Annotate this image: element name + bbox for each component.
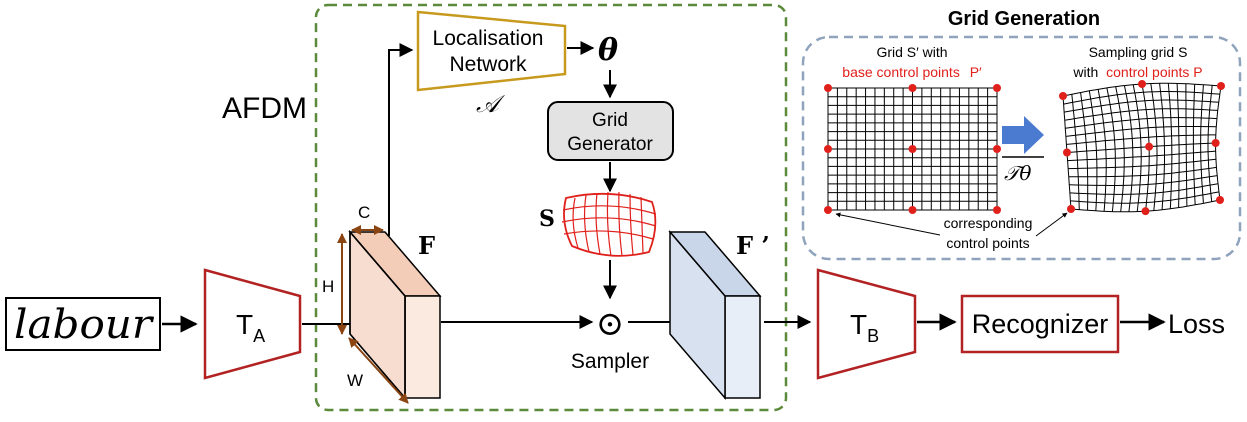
ta-label: T <box>236 309 253 340</box>
warped-grid-line <box>1167 83 1173 209</box>
sampling-control-point <box>1138 80 1146 88</box>
sampling-control-points <box>1059 80 1225 216</box>
recognizer-label: Recognizer <box>972 309 1109 339</box>
base-grid-caption-symbol: P′ <box>970 64 982 80</box>
sampling-control-point <box>1067 205 1075 213</box>
warped-grid-line <box>1063 91 1220 105</box>
base-grid-caption-red: base control points <box>842 64 960 80</box>
feature-map-fprime-label: F ’ <box>736 231 770 260</box>
dim-h-label: H <box>322 277 334 296</box>
sampling-grid-s-label: S <box>539 206 555 232</box>
warped-grid-line <box>1069 175 1218 186</box>
ta-subscript: A <box>253 326 265 346</box>
tb-label: T <box>850 309 867 340</box>
localisation-network-line1: Localisation <box>433 27 544 50</box>
arrow-f-to-localisation <box>388 43 414 236</box>
warped-grid-line <box>1067 150 1216 162</box>
corresponding-caption-line1: corresponding <box>944 215 1033 231</box>
ta-module: TA <box>203 268 302 380</box>
base-control-point <box>993 145 1001 153</box>
warped-grid <box>1062 82 1222 213</box>
feature-map-fprime <box>668 229 762 401</box>
pointer-to-base-cp <box>835 212 941 236</box>
loss-label: Loss <box>1168 309 1225 339</box>
localisation-network: Localisation Network <box>416 10 567 92</box>
base-control-point <box>908 84 917 92</box>
svg-text:TB: TB <box>850 309 879 346</box>
base-control-point <box>908 206 917 214</box>
svg-text:TA: TA <box>236 309 265 346</box>
warped-grid-line <box>1065 126 1217 137</box>
sampler-label: Sampler <box>571 350 649 373</box>
base-control-point <box>824 145 832 153</box>
warped-grid-line <box>1070 191 1220 204</box>
warped-grid-line <box>1064 99 1219 113</box>
sampling-control-point <box>1216 196 1224 204</box>
localisation-symbol: 𝒜 <box>476 90 506 118</box>
warped-grid-line <box>1064 108 1218 121</box>
warped-grid-line <box>1192 84 1196 205</box>
base-control-point <box>993 206 1001 214</box>
tb-module: TB <box>816 268 917 380</box>
sampling-control-point <box>1211 139 1220 147</box>
grid-generation-box <box>801 35 1242 261</box>
afdm-label: AFDM <box>222 92 307 125</box>
sampling-control-point <box>1063 148 1071 157</box>
grid-generator-line1: Grid <box>592 110 628 131</box>
warped-grid-line <box>1159 83 1165 210</box>
pointer-to-sampling-cp <box>1035 212 1068 237</box>
warped-grid-line <box>1069 183 1219 195</box>
base-control-point <box>824 206 832 214</box>
svg-text:with control points P: with control points P <box>1072 64 1202 80</box>
svg-text:base control points P′: base control points P′ <box>842 64 982 80</box>
theta-label: θ <box>598 33 618 68</box>
transform-arrow-icon <box>1002 116 1044 154</box>
tb-subscript: B <box>867 326 879 346</box>
dim-w-label: W <box>347 371 363 390</box>
warped-grid-line <box>1068 158 1217 170</box>
input-word-image: labour <box>5 297 161 351</box>
localisation-network-line2: Network <box>449 53 527 76</box>
input-word-text: labour <box>14 302 155 348</box>
dim-w-arrow <box>348 337 409 404</box>
sampling-control-point <box>1217 82 1225 90</box>
sampling-grid-caption-red: control points P <box>1106 64 1203 80</box>
grid-generator: Grid Generator <box>547 101 674 161</box>
grid-generation-title: Grid Generation <box>948 8 1100 30</box>
base-control-point <box>993 84 1001 92</box>
base-control-points <box>824 84 1001 214</box>
warped-grid-line <box>1185 83 1188 207</box>
transform-symbol: 𝒯θ <box>1004 161 1031 185</box>
sampling-grid-s-mesh <box>561 191 657 257</box>
grid-generator-line2: Generator <box>567 134 653 155</box>
warped-grid-line <box>1176 83 1180 208</box>
warped-grid-line <box>1068 166 1217 178</box>
warped-grid-line <box>1066 134 1216 145</box>
sampler-symbol: ⊙ <box>596 304 625 344</box>
corresponding-caption-line2: control points <box>946 235 1029 251</box>
sampling-control-point <box>1141 207 1150 216</box>
base-grid-caption-line1: Grid S′ with <box>876 44 947 60</box>
warped-grid-line <box>1065 117 1217 129</box>
recognizer-box: Recognizer <box>960 294 1120 354</box>
sampling-control-point <box>1145 142 1154 151</box>
feature-map-f-label: F <box>418 231 435 260</box>
sampling-control-point <box>1059 92 1067 100</box>
base-control-point <box>908 145 917 153</box>
afdm-module-box <box>314 3 788 412</box>
dim-c-label: C <box>358 203 370 222</box>
sampling-grid-caption-with: with <box>1072 64 1098 80</box>
sampling-grid-caption-line1: Sampling grid S <box>1089 44 1188 60</box>
base-grid <box>827 87 998 211</box>
base-control-point <box>824 84 832 92</box>
